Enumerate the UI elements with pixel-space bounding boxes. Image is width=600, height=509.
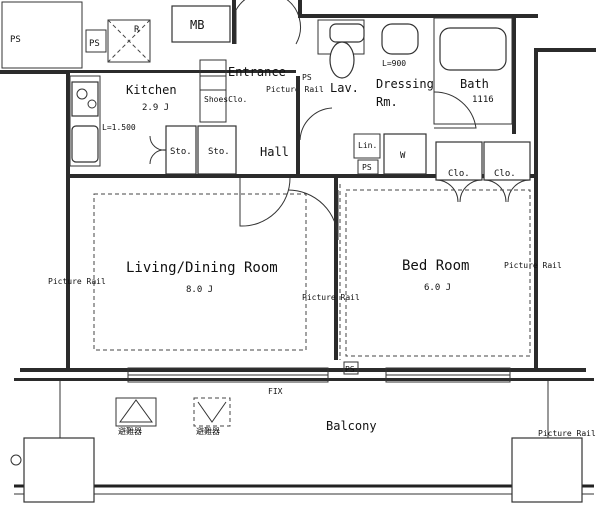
entrance-door	[235, 0, 301, 45]
balcony-label: Balcony	[326, 419, 377, 433]
picture-rail-center: Picture Rail	[302, 293, 360, 302]
hall-label: Hall	[260, 145, 289, 159]
ps-bed-label: PS	[345, 365, 355, 374]
fix-label: FIX	[268, 387, 283, 396]
storage-2-label: Sto.	[208, 147, 230, 157]
lav-label: Lav.	[330, 81, 359, 95]
bedroom-door	[287, 189, 339, 241]
lav-door	[299, 107, 333, 141]
stove	[71, 81, 99, 117]
washer-box	[383, 133, 427, 175]
bathtub	[439, 27, 507, 71]
fridge-label: R	[134, 25, 140, 35]
vanity	[329, 23, 365, 43]
balcony: Balcony Picture Rail 避難器 避難器	[10, 381, 596, 503]
ps-lav-label: PS	[362, 163, 372, 172]
bedroom-label: Bed Room	[402, 258, 469, 274]
shoes-closet-label: ShoesClo.	[204, 95, 247, 104]
shoes-closet-box	[199, 59, 227, 123]
outer-walls	[0, 0, 596, 381]
living-size: 8.0 J	[186, 285, 213, 295]
bedroom: Bed Room 6.0 J Picture Rail PS	[343, 189, 562, 375]
closet-2-label: Clo.	[494, 169, 516, 179]
storage-1-label: Sto.	[170, 147, 192, 157]
ps-top-left-box	[1, 1, 83, 69]
ps-entrance-label: PS	[302, 73, 312, 82]
living-door	[239, 177, 291, 227]
washer-label: W	[400, 151, 406, 161]
ps-small-label: PS	[89, 39, 100, 49]
linen-box	[353, 133, 381, 159]
storage-units: Sto. Sto.	[149, 125, 237, 175]
ps-lav-box	[357, 159, 379, 175]
dressing-label: Dressing	[376, 77, 434, 91]
picture-rail-left: Picture Rail	[48, 277, 106, 286]
closet-1-label: Clo.	[448, 169, 470, 179]
picture-rail-right: Picture Rail	[504, 261, 562, 270]
bath: Bath 1116	[433, 17, 513, 129]
bath-label: Bath	[460, 77, 489, 91]
dressing-rm-label: Rm.	[376, 95, 398, 109]
kitchen-size: 2.9 J	[142, 103, 169, 113]
bedroom-size: 6.0 J	[424, 283, 451, 293]
mb-label: MB	[190, 18, 204, 32]
living-label: Living/Dining Room	[126, 260, 278, 276]
lav-counter-length: L=900	[382, 59, 406, 68]
bath-size: 1116	[472, 95, 494, 105]
evac-hatch-1	[119, 399, 153, 423]
ps-bed-box	[343, 361, 359, 375]
kitchen-sink	[71, 125, 99, 163]
kitchen-label: Kitchen	[126, 83, 177, 97]
ps-top-left-label: PS	[10, 35, 21, 45]
closets: Clo. Clo.	[435, 141, 531, 203]
evac-hatch-2	[197, 401, 227, 423]
living-dining-room: Living/Dining Room 8.0 J Picture Rail	[48, 177, 307, 351]
evac-2-label: 避難器	[196, 426, 220, 436]
balcony-column-right	[511, 437, 583, 503]
evac-1-label: 避難器	[118, 426, 142, 436]
fridge-box	[107, 19, 151, 63]
ps-small-box	[85, 29, 107, 53]
windows: FIX	[127, 367, 511, 396]
kitchen: L=1.500 Kitchen 2.9 J	[69, 75, 177, 167]
balcony-column-left	[23, 437, 95, 503]
kitchen-counter-length: L=1.500	[102, 123, 136, 132]
mb-box	[171, 5, 231, 43]
toilet	[329, 41, 355, 79]
lavatory: L=900 Lav. Dressing Rm.	[317, 19, 434, 109]
picture-rail-entrance: Picture Rail	[266, 85, 324, 94]
wash-basin	[381, 23, 419, 55]
picture-rail-balcony: Picture Rail	[538, 429, 596, 438]
linen-label: Lin.	[358, 141, 377, 150]
entrance-label: Entrance	[228, 65, 286, 79]
